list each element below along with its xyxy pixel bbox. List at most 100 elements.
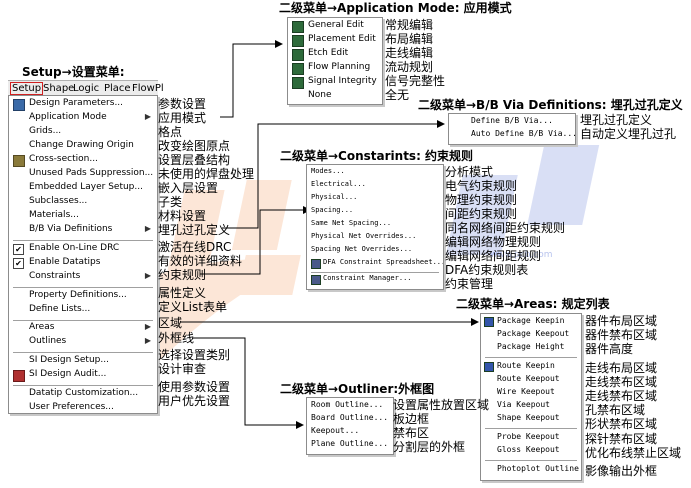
menu-separator (485, 460, 577, 461)
menu-item-cross-section[interactable]: Cross-section... (29, 154, 98, 164)
menu-separator (311, 272, 439, 273)
desc-constraints: 约束规则 (158, 268, 207, 282)
bb-via-menu: Define B/B Via... Auto Define B/B Via... (448, 113, 576, 145)
menubar-place[interactable]: Place (104, 83, 131, 94)
menu-item-si-design-audit[interactable]: SI Design Audit... (29, 369, 107, 379)
menubar: Setup Shape Logic Place FlowPl (8, 80, 164, 97)
menu-item-user-preferences[interactable]: User Preferences... (29, 402, 114, 412)
menu-item-photoplot-outline[interactable]: Photoplot Outline (497, 464, 579, 473)
submenu-arrow-icon: ▶ (144, 224, 151, 233)
menu-item-keepout[interactable]: Keepout... (311, 426, 360, 435)
menu-item-package-height[interactable]: Package Height (497, 342, 565, 351)
menu-item-same-net-spacing[interactable]: Same Net Spacing... (311, 219, 392, 227)
menu-item-define-bb-via[interactable]: Define B/B Via... (471, 116, 553, 125)
menu-item-shape-keepout[interactable]: Shape Keepout (497, 413, 560, 422)
menu-item-none[interactable]: None (308, 90, 332, 100)
menu-item-package-keepin[interactable]: Package Keepin (497, 316, 565, 325)
desc-same-net-spacing: 同名网络间距约束规则 (445, 221, 566, 235)
menu-item-si-design-setup[interactable]: SI Design Setup... (29, 355, 109, 365)
menu-item-enable-online-drc[interactable]: Enable On-Line DRC (29, 243, 120, 253)
menu-item-etch-edit[interactable]: Etch Edit (308, 48, 349, 58)
menu-item-define-lists[interactable]: Define Lists... (29, 304, 91, 314)
checkbox-checked-icon[interactable]: ✔ (13, 258, 24, 269)
menubar-flowplan[interactable]: FlowPl (132, 83, 164, 94)
menu-item-outlines[interactable]: Outlines▶ (29, 336, 151, 346)
desc-auto-define-bb-via: 自动定义埋孔过孔 (580, 127, 677, 141)
menu-item-wire-keepout[interactable]: Wire Keepout (497, 387, 555, 396)
menu-item-design-parameters[interactable]: Design Parameters... (29, 98, 124, 108)
menu-separator (485, 357, 577, 358)
desc-si-design-setup: 选择设置类别 (158, 348, 231, 362)
menu-item-probe-keepout[interactable]: Probe Keepout (497, 432, 560, 441)
desc-embedded-layer: 嵌入层设置 (158, 181, 219, 195)
menu-item-application-mode[interactable]: Application Mode▶ (29, 112, 151, 122)
watermark-url: www.pcb.com (490, 250, 553, 260)
menu-item-room-outline[interactable]: Room Outline... (311, 400, 384, 409)
menubar-logic[interactable]: Logic (73, 83, 100, 94)
menu-item-bb-via[interactable]: B/B Via Definitions▶ (29, 224, 151, 234)
menu-item-spacing[interactable]: Spacing... (311, 206, 354, 214)
menu-item-unused-pads[interactable]: Unused Pads Suppression... (29, 168, 154, 178)
menu-item-package-keepout[interactable]: Package Keepout (497, 329, 570, 338)
submenu-arrow-icon: ▶ (144, 271, 151, 280)
bb-via-title: 二级菜单→B/B Via Definitions: 埋孔过孔定义 (418, 98, 683, 112)
desc-package-height: 器件高度 (585, 342, 634, 356)
menu-item-via-keepout[interactable]: Via Keepout (497, 400, 550, 409)
package-keepin-icon (484, 317, 494, 327)
desc-route-keepin: 走线布局区域 (585, 361, 658, 375)
desc-areas: 区域 (158, 316, 183, 330)
menu-item-auto-define-bb-via[interactable]: Auto Define B/B Via... (471, 129, 575, 138)
menu-item-grids[interactable]: Grids... (29, 126, 62, 136)
menu-item-modes[interactable]: Modes... (311, 167, 345, 175)
menu-item-route-keepin[interactable]: Route Keepin (497, 361, 555, 370)
menu-item-general-edit[interactable]: General Edit (308, 20, 364, 30)
menu-item-electrical[interactable]: Electrical... (311, 180, 366, 188)
desc-subclasses: 子类 (158, 195, 183, 209)
menu-item-areas[interactable]: Areas▶ (29, 322, 151, 332)
menu-separator (13, 287, 153, 288)
setup-menu: Design Parameters... Application Mode▶ G… (8, 95, 158, 414)
design-params-icon (13, 99, 25, 111)
menu-item-physical-net-overrides[interactable]: Physical Net Overrides... (311, 232, 417, 240)
menu-item-materials[interactable]: Materials... (29, 210, 79, 220)
desc-signal-integrity: 信号完整性 (385, 74, 446, 88)
checkbox-checked-icon[interactable]: ✔ (13, 244, 24, 255)
menu-item-board-outline[interactable]: Board Outline... (311, 413, 389, 422)
desc-outlines: 外框线 (158, 331, 195, 345)
menu-item-embedded-layer[interactable]: Embedded Layer Setup... (29, 182, 143, 192)
menubar-setup[interactable]: Setup (10, 82, 44, 95)
menu-separator (13, 240, 153, 241)
desc-change-drawing-origin: 改变绘图原点 (158, 139, 231, 153)
menu-item-physical[interactable]: Physical... (311, 193, 358, 201)
menu-item-signal-integrity[interactable]: Signal Integrity (308, 76, 377, 86)
menu-item-property-definitions[interactable]: Property Definitions... (29, 290, 127, 300)
app-mode-menu: General Edit Placement Edit Etch Edit Fl… (287, 17, 383, 105)
signal-integrity-icon (292, 77, 304, 89)
desc-via-keepout: 孔禁布区域 (585, 403, 646, 417)
menu-item-flow-planning[interactable]: Flow Planning (308, 62, 371, 72)
menubar-shape[interactable]: Shape (43, 83, 75, 94)
menu-item-gloss-keepout[interactable]: Gloss Keepout (497, 445, 560, 454)
desc-electrical: 电气约束规则 (445, 179, 518, 193)
menu-item-subclasses[interactable]: Subclasses... (29, 196, 88, 206)
menu-item-constraints[interactable]: Constraints▶ (29, 271, 151, 281)
app-mode-title: 二级菜单→Application Mode: 应用模式 (279, 1, 512, 15)
desc-plane-outline: 分割层的外框 (393, 440, 466, 454)
menu-item-change-drawing-origin[interactable]: Change Drawing Origin (29, 140, 134, 150)
menu-item-spacing-net-overrides[interactable]: Spacing Net Overrides... (311, 245, 413, 253)
desc-flow-planning: 流动规划 (385, 60, 434, 74)
placement-edit-icon (292, 35, 304, 47)
menu-item-constraint-manager[interactable]: Constraint Manager... (323, 274, 412, 282)
desc-property-definitions: 属性定义 (158, 286, 207, 300)
desc-general-edit: 常规编辑 (385, 18, 434, 32)
areas-title: 二级菜单→Areas: 规定列表 (456, 297, 610, 311)
menu-item-route-keepout[interactable]: Route Keepout (497, 374, 560, 383)
menu-item-datatip-customization[interactable]: Datatip Customization... (29, 388, 139, 398)
menu-item-plane-outline[interactable]: Plane Outline... (311, 439, 389, 448)
si-audit-icon (13, 370, 25, 382)
menu-item-dfa-spreadsheet[interactable]: DFA Constraint Spreadsheet... (323, 258, 443, 266)
menu-item-enable-datatips[interactable]: Enable Datatips (29, 257, 101, 267)
desc-etch-edit: 走线编辑 (385, 46, 434, 60)
menu-item-placement-edit[interactable]: Placement Edit (308, 34, 376, 44)
setup-menu-title: Setup→设置菜单: (22, 65, 125, 79)
